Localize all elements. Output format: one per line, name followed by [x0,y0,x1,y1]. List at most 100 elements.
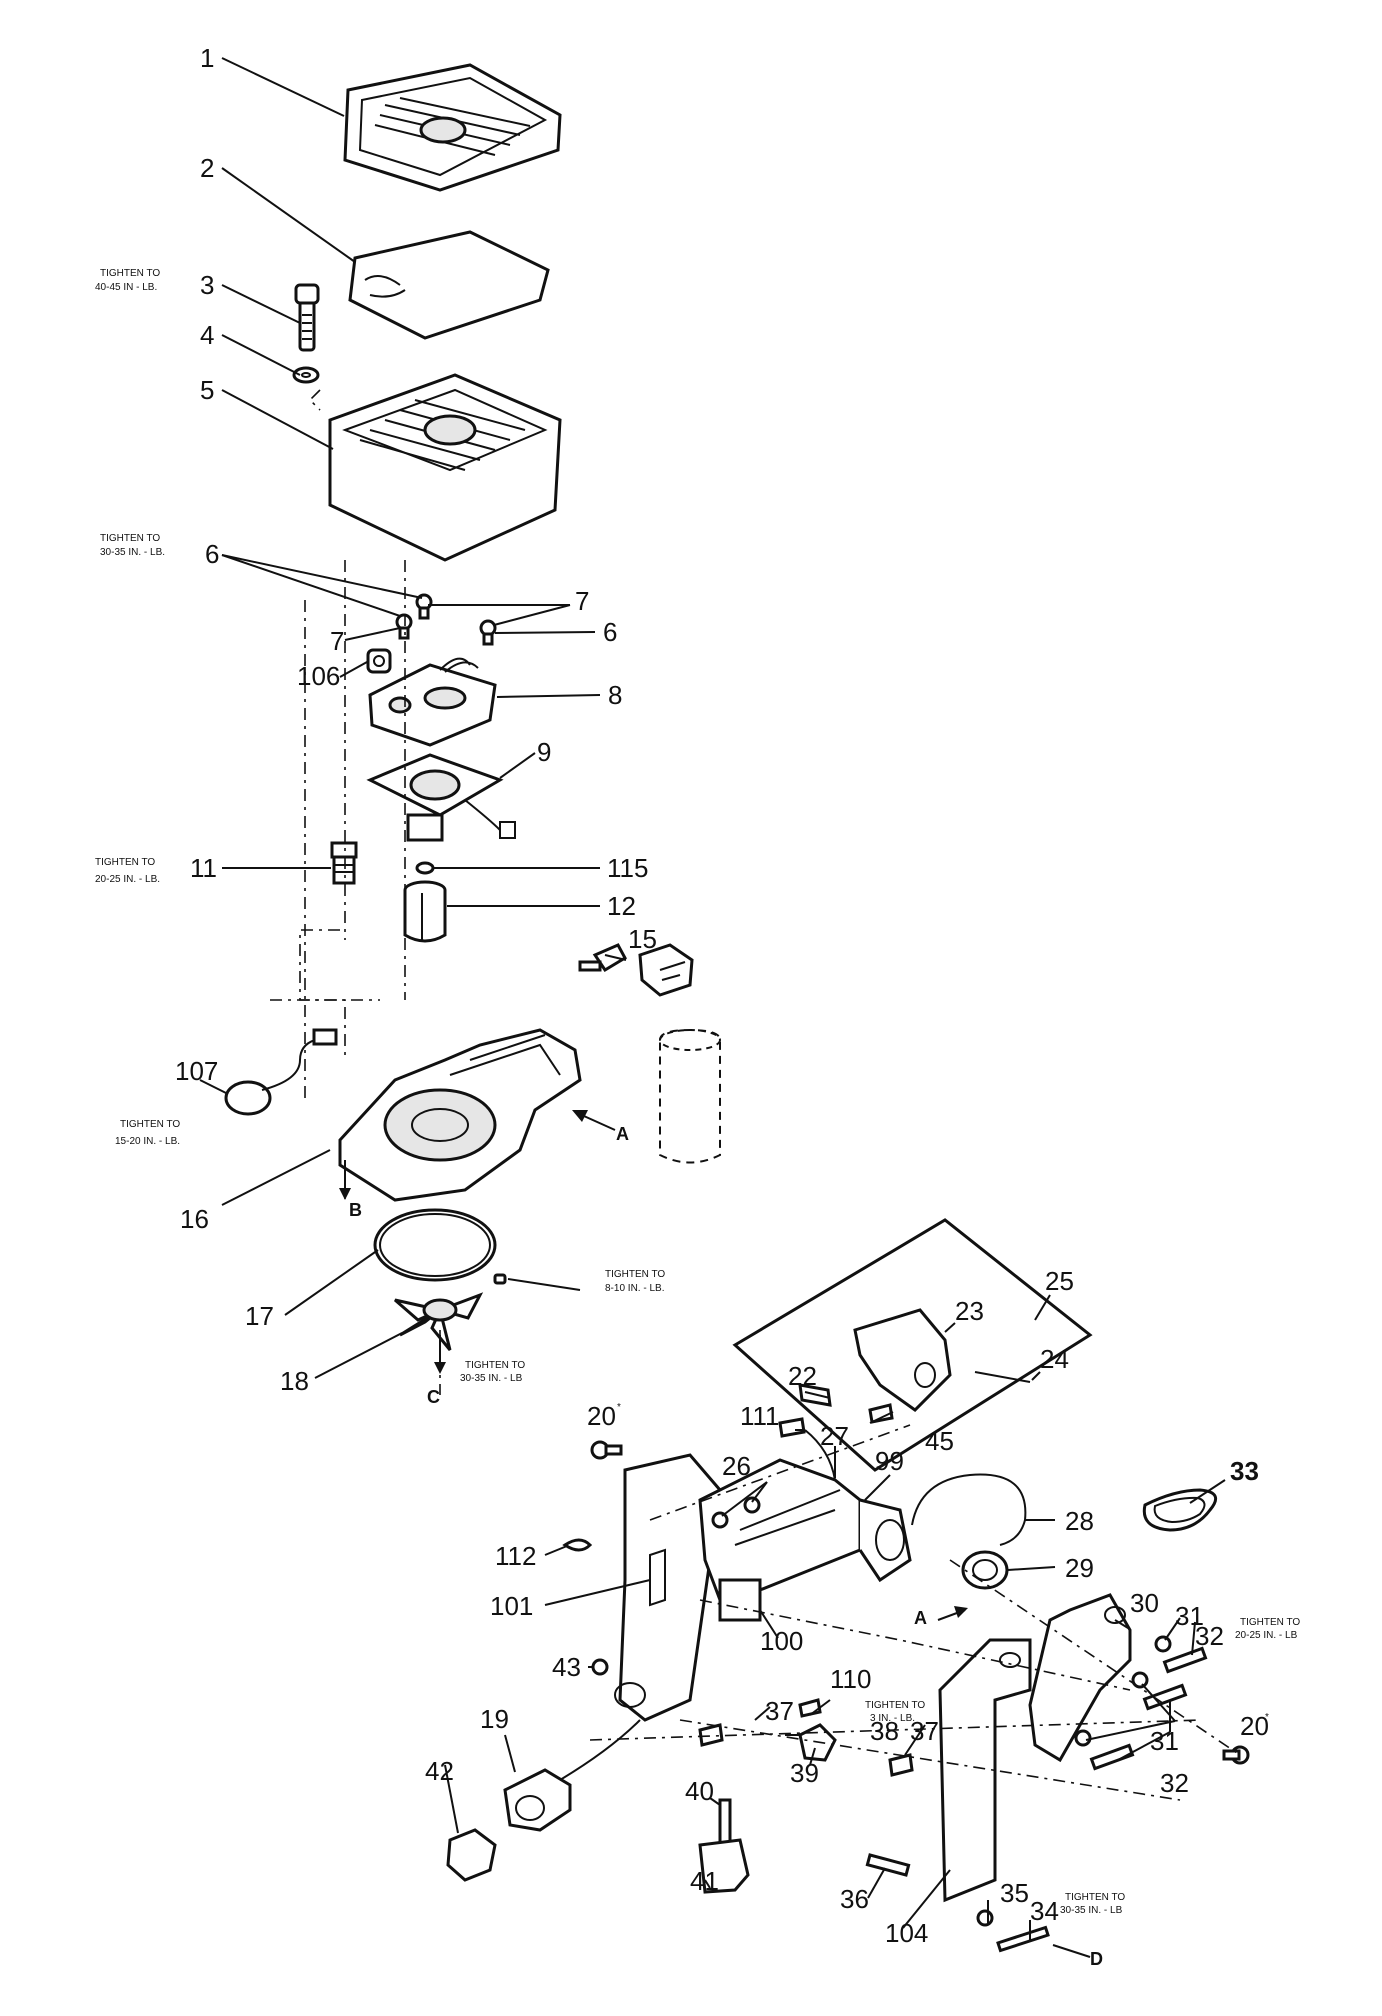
callout-100: 100 [760,1626,803,1656]
callout-32: 32 [1195,1621,1224,1651]
torque-note: 30-35 IN. - LB [460,1373,523,1384]
torque-note: TIGHTEN TO [1240,1617,1300,1628]
callout-35: 35 [1000,1878,1029,1908]
part-19-42-caps [446,1719,641,1882]
torque-note: 40-45 IN - LB. [95,282,157,293]
callout-20: 20 [587,1401,616,1431]
callout-30: 30 [1130,1588,1159,1618]
callout-19: 19 [480,1704,509,1734]
callout-4: 4 [200,320,214,350]
callout-37: 37 [765,1696,794,1726]
callout-18: 18 [280,1366,309,1396]
small-hardware [562,1403,1250,1953]
callout-36: 36 [840,1884,869,1914]
torque-note: 15-20 IN. - LB. [115,1136,180,1147]
part-16-base [338,1028,582,1202]
callout-37: 37 [910,1716,939,1746]
torque-note: 30-35 IN. - LB. [100,547,165,558]
part-17-oring [373,1208,497,1282]
part-18-fan [394,1273,507,1351]
callout-12: 12 [607,891,636,921]
callout-26: 26 [722,1451,751,1481]
callout-45: 45 [925,1426,954,1456]
part-15-knob [578,943,627,973]
asterisk: * [1265,1712,1269,1723]
callout-25: 25 [1045,1266,1074,1296]
leader-lines [199,57,1226,1958]
callout-107: 107 [175,1056,218,1086]
callout-39: 39 [790,1758,819,1788]
letter-c: C [427,1387,440,1407]
letter-a: A [616,1124,629,1144]
callout-99: 99 [875,1446,904,1476]
torque-note: 8-10 IN. - LB. [605,1283,664,1294]
part-106-clamp [366,648,392,674]
callout-104: 104 [885,1918,928,1948]
asterisk: * [617,1402,621,1413]
callout-110: 110 [830,1664,871,1694]
callout-43: 43 [552,1652,581,1682]
part-4-washer [292,366,320,384]
callout-1: 1 [200,43,214,73]
callout-28: 28 [1065,1506,1094,1536]
part-5-motor-housing [328,373,562,562]
torque-note: TIGHTEN TO [605,1269,665,1280]
callout-31: 31 [1175,1601,1204,1631]
callout-38: 38 [870,1716,899,1746]
callout-40: 40 [685,1776,714,1806]
torque-note: 3 IN. - LB. [870,1713,915,1724]
part-1-top-cover [343,63,562,192]
torque-note: TIGHTEN TO [100,533,160,544]
reference-letters: A B C A D [349,1124,1103,1969]
callout-9: 9 [537,737,551,767]
callout-111: 111 [740,1401,780,1431]
part-28-29-cord [911,1473,1027,1590]
torque-note: TIGHTEN TO [1065,1892,1125,1903]
part-2-gasket [348,230,550,340]
callout-11: 11 [190,853,217,883]
part-30-handle [1028,1593,1132,1763]
callout-numbers: 1 2 3 4 5 6 7 7 6 106 8 9 11 115 12 15 1… [175,43,1269,1948]
callout-8: 8 [608,680,622,710]
callout-7: 7 [330,626,344,656]
part-3-screw [294,283,320,352]
callout-6: 6 [205,539,219,569]
torque-note: TIGHTEN TO [465,1360,525,1371]
callout-32: 32 [1160,1768,1189,1798]
letter-b: B [349,1200,362,1220]
part-27-99-handle [698,1458,912,1622]
callout-5: 5 [200,375,214,405]
part-101-frame [614,1453,722,1722]
part-33-belt [1142,1488,1218,1532]
torque-note: TIGHTEN TO [865,1700,925,1711]
callout-16: 16 [180,1204,209,1234]
callout-101: 101 [490,1591,533,1621]
torque-note: 20-25 IN. - LB [1235,1630,1298,1641]
callout-41: 41 [690,1866,719,1896]
callout-115: 115 [607,853,648,883]
callout-3: 3 [200,270,214,300]
letter-d: D [1090,1949,1103,1969]
part-8-plate [368,657,497,747]
callout-6: 6 [603,617,617,647]
torque-notes: TIGHTEN TO 40-45 IN - LB. TIGHTEN TO 30-… [95,268,1300,1916]
callout-106: 106 [297,661,340,691]
torque-note: 30-35 IN. - LB [1060,1905,1123,1916]
callout-27: 27 [820,1421,849,1451]
torque-note: TIGHTEN TO [95,857,155,868]
callout-17: 17 [245,1301,274,1331]
group-25-inset-box [732,1218,1093,1472]
callout-20: 20 [1240,1711,1269,1741]
callout-29: 29 [1065,1553,1094,1583]
part-107-switch [224,1028,338,1116]
part-12-sleeve [403,880,447,943]
callout-7: 7 [575,586,589,616]
callout-24: 24 [1040,1344,1069,1374]
direction-arrows [339,1110,968,1621]
callout-15: 15 [628,924,657,954]
callout-23: 23 [955,1296,984,1326]
callout-112: 112 [495,1541,536,1571]
torque-note: 20-25 IN. - LB. [95,874,160,885]
torque-note: TIGHTEN TO [120,1119,180,1130]
